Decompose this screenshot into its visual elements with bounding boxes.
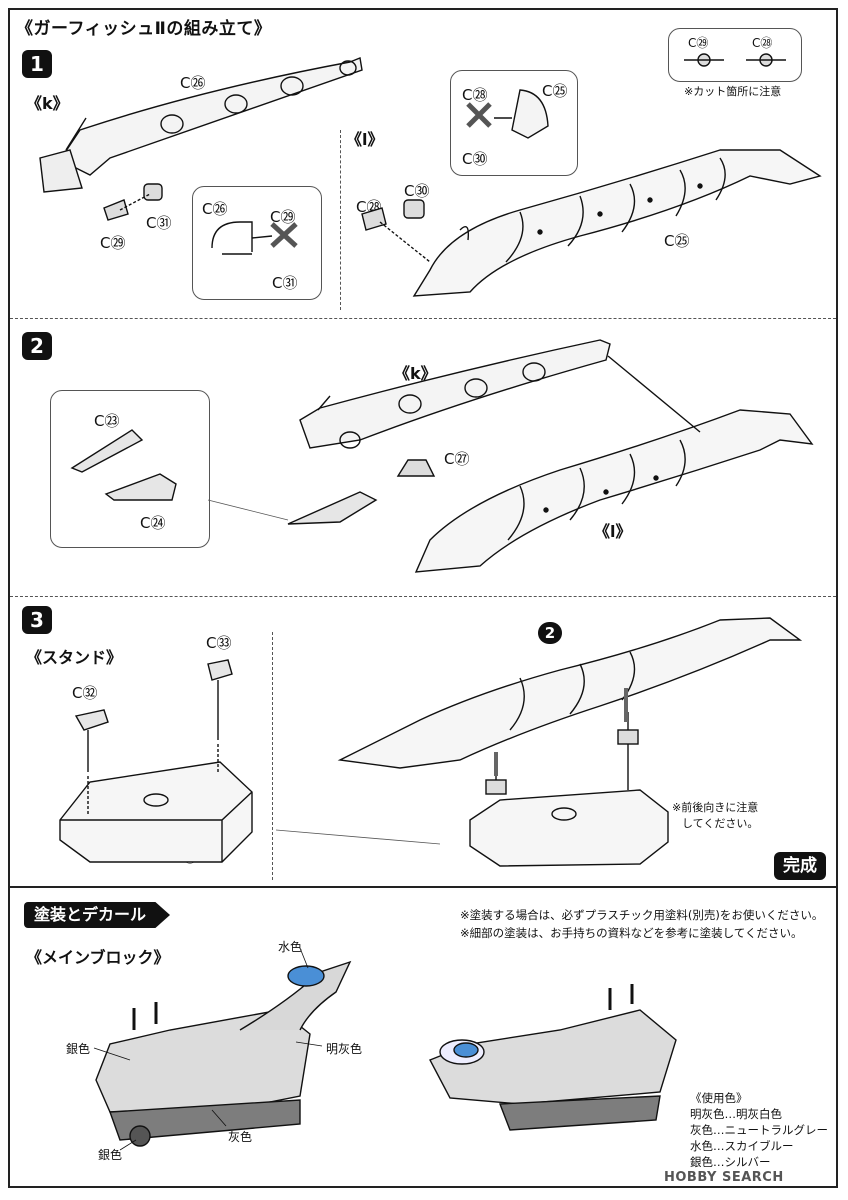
color-legend-item: 灰色…ニュートラルグレー	[690, 1123, 828, 1137]
part-c32-label: C㉜	[72, 684, 98, 702]
step2-part-k-label: 《k》	[394, 364, 437, 383]
color-label-light-gray: 明灰色	[326, 1042, 363, 1056]
section-divider	[10, 886, 836, 888]
step-divider	[10, 318, 836, 319]
part-c25-label: C㉕	[664, 232, 690, 250]
step2-hull-l-illustration	[414, 409, 814, 573]
color-label-silver-bottom: 銀色	[98, 1148, 123, 1162]
step1-part-k-label: 《k》	[26, 94, 69, 113]
inset-part-c23-label: C㉓	[94, 412, 120, 430]
stand-base-illustration	[59, 761, 253, 863]
part-c31-label: C㉛	[146, 214, 172, 232]
instruction-sheet-frame	[8, 8, 838, 1188]
color-legend-item: 銀色…シルバー	[690, 1155, 771, 1169]
part-c29-label: C㉙	[100, 234, 126, 252]
step1-part-l-label: 《l》	[346, 130, 384, 149]
part-c30-label: C㉚	[404, 182, 430, 200]
color-legend-item: 水色…スカイブルー	[690, 1139, 794, 1153]
step3-reference-step-2: 2	[538, 622, 562, 644]
hull-half-l-illustration	[412, 149, 822, 297]
step-divider	[10, 596, 836, 597]
page-title: 《ガーフィッシュⅡの組み立て》	[16, 19, 272, 39]
step2-part-l-label: 《l》	[594, 522, 632, 541]
inset-part-c29-label: C㉙	[270, 208, 296, 226]
hull-half-k-illustration	[39, 57, 363, 193]
paint-ship-left-illustration	[95, 960, 352, 1147]
complete-badge: 完成	[774, 852, 826, 880]
paint-note-2: ※細部の塗装は、お手持ちの資料などを参考に塗装してください。	[460, 926, 803, 940]
inset-part-c26-label: C㉖	[202, 200, 228, 218]
color-label-silver-top: 銀色	[66, 1042, 91, 1056]
color-legend-title: 《使用色》	[690, 1091, 748, 1105]
paint-decal-section-title: 塗装とデカール	[24, 902, 170, 928]
color-legend-item: 明灰色…明灰白色	[690, 1107, 782, 1121]
part-c26-label: C㉖	[180, 74, 206, 92]
watermark-logo: HOBBY SEARCH	[664, 1170, 784, 1185]
main-block-label: 《メインブロック》	[26, 948, 170, 967]
step-2-number: 2	[22, 332, 52, 360]
inset-part-c28-label: C㉘	[462, 86, 488, 104]
cut-inset-c29-label: C㉙	[688, 36, 709, 50]
cut-inset-c28-label: C㉘	[752, 36, 773, 50]
inset-part-c30-label: C㉚	[462, 150, 488, 168]
part-c33-label: C㉝	[206, 634, 232, 652]
paint-note-1: ※塗装する場合は、必ずプラスチック用塗料(別売)をお使いください。	[460, 908, 824, 922]
front-back-note-1: ※前後向きに注意	[672, 801, 759, 814]
cut-note-text: ※カット箇所に注意	[684, 85, 782, 98]
step3-vertical-divider	[272, 632, 273, 880]
step3-stand-label: 《スタンド》	[26, 648, 123, 667]
paint-ship-right-illustration	[429, 984, 677, 1131]
color-legend: 《使用色》 明灰色…明灰白色 灰色…ニュートラルグレー 水色…スカイブルー 銀色…	[690, 1090, 828, 1170]
inset-part-c31-label: C㉛	[272, 274, 298, 292]
step2-hull-k-illustration	[299, 339, 611, 449]
color-label-light-blue: 水色	[278, 940, 303, 954]
inset-part-c24-label: C㉔	[140, 514, 166, 532]
part-c27-label: C㉗	[444, 450, 470, 468]
step-1-number: 1	[22, 50, 52, 78]
front-back-note-2: してください。	[682, 817, 759, 830]
assembled-model-illustration	[337, 617, 803, 867]
cut-note-inset	[668, 28, 802, 82]
step-3-number: 3	[22, 606, 52, 634]
step1-vertical-divider	[340, 130, 341, 310]
inset-part-c25-label: C㉕	[542, 82, 568, 100]
step1-detail-inset-k	[192, 186, 322, 300]
color-label-gray: 灰色	[228, 1130, 253, 1144]
